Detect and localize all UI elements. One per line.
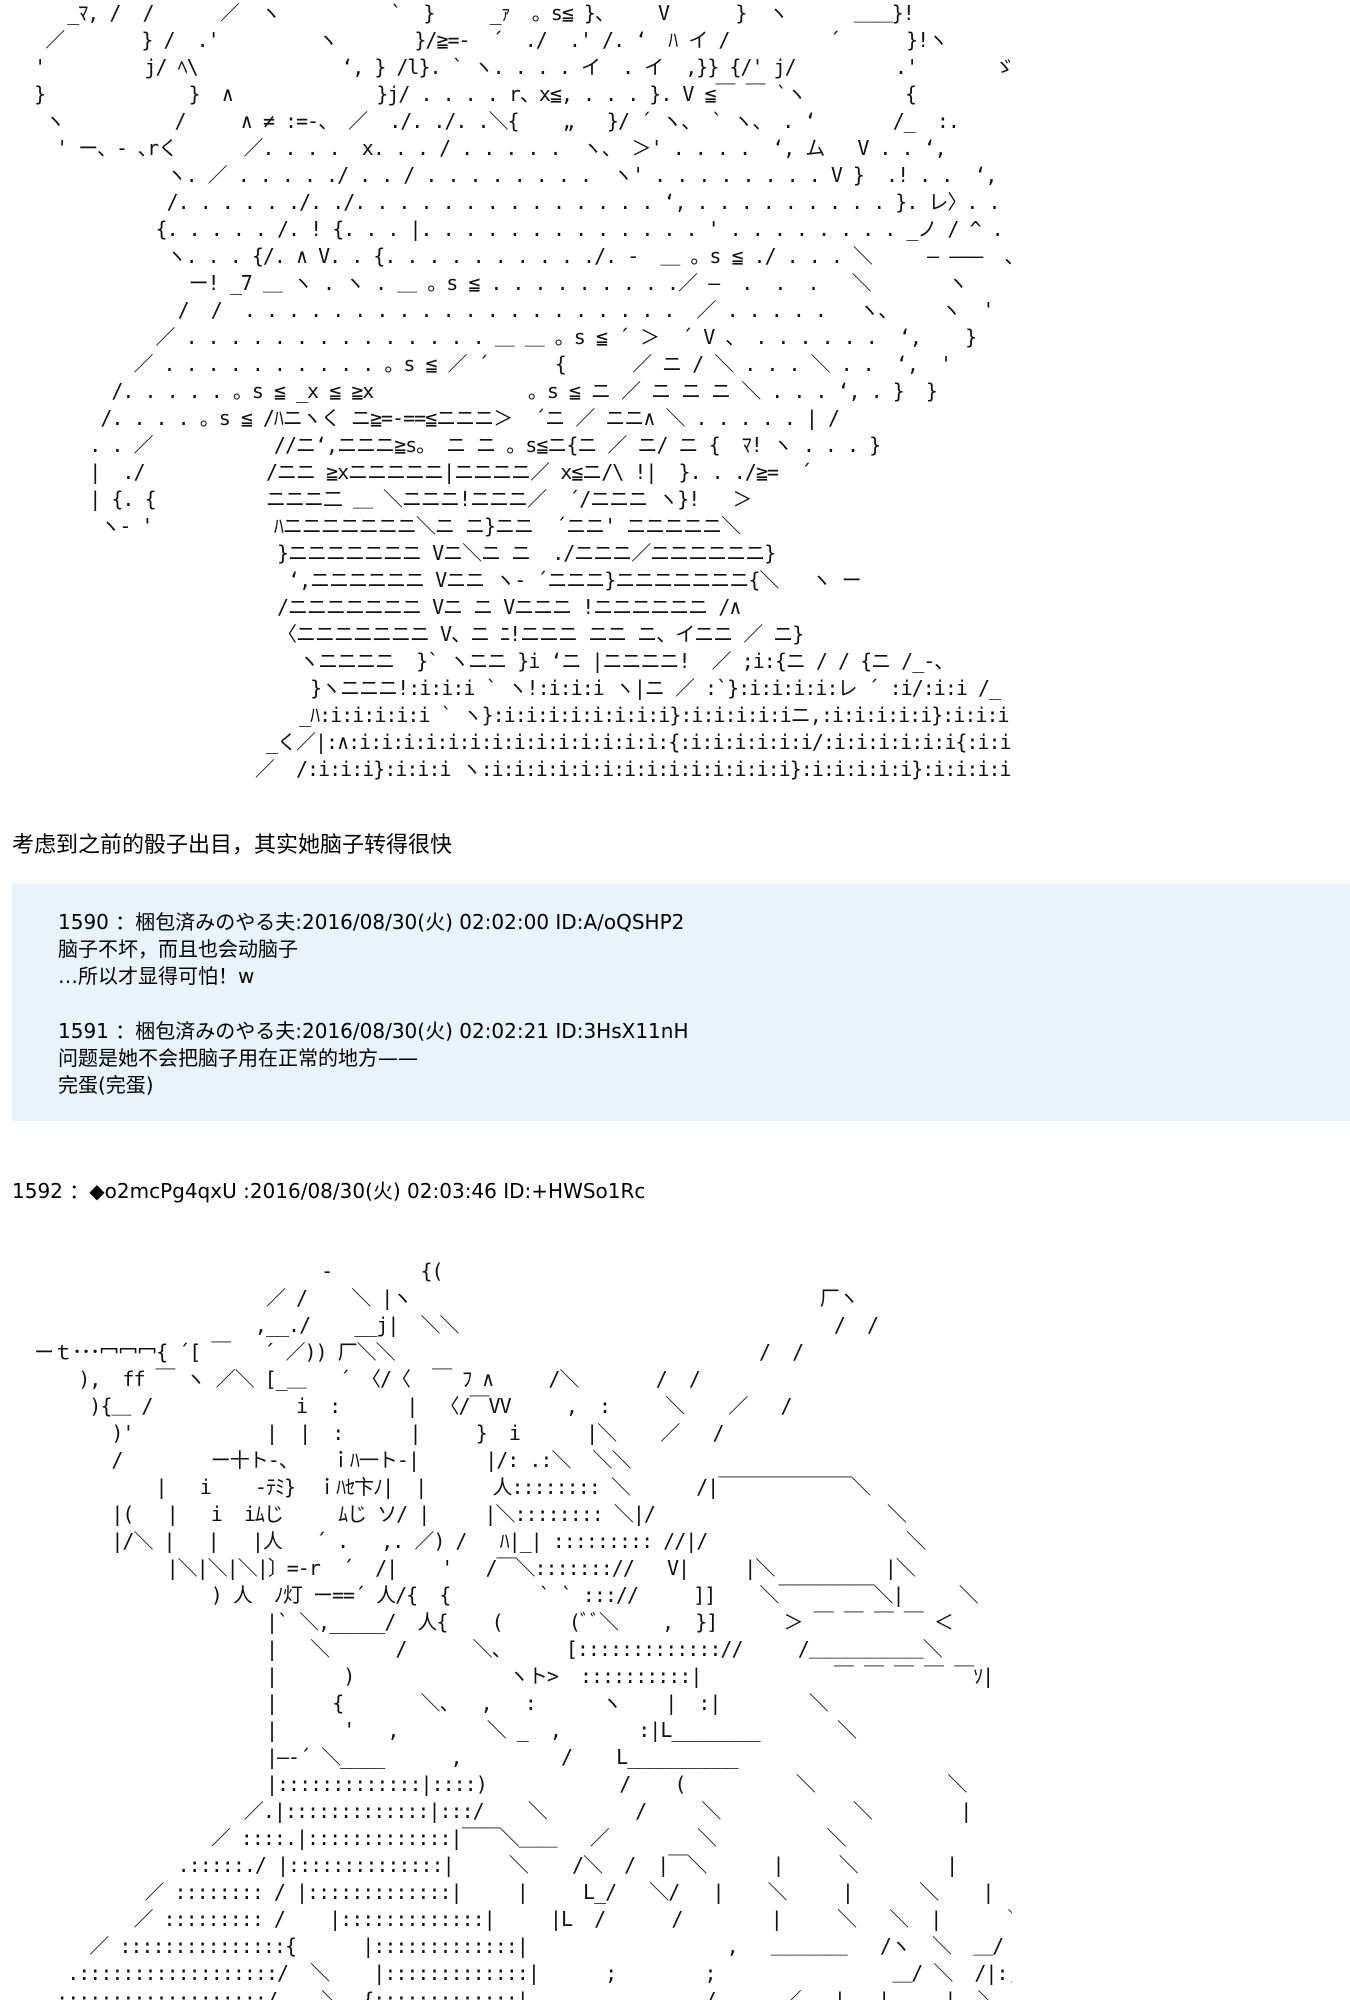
post-body-line: 脑子不坏，而且也会动脑子 — [58, 937, 298, 961]
post-body-line: 问题是她不会把脑子用在正常的地方—— — [58, 1046, 418, 1070]
post-header: 1590 ：梱包済みのやる夫:2016/08/30(火) 02:02:00 ID… — [58, 910, 685, 934]
ascii-art-top: _ﾏ, / / ／ ヽ ` } _ｧ 。s≦ }、 V } ヽ ＿＿}! ／ }… — [34, 1, 1012, 781]
reply-post: 1591 ：梱包済みのやる夫:2016/08/30(火) 02:02:21 ID… — [58, 1018, 689, 1099]
narration-text: 考虑到之前的骰子出目，其实她脑子转得很快 — [12, 833, 453, 858]
reply-post: 1590 ：梱包済みのやる夫:2016/08/30(火) 02:02:00 ID… — [58, 909, 684, 990]
post-body-line: …所以才显得可怕！w — [58, 964, 255, 988]
post-1592-header: 1592 ：◆o2mcPg4qxU :2016/08/30(火) 02:03:4… — [12, 1179, 646, 1203]
ascii-art-bottom: - {( ／ / ＼ |ヽ 厂ヽ ,__./ __j| ＼＼ / / ーｔ･･･… — [34, 1259, 1012, 2000]
quoted-replies-box — [12, 883, 1350, 1121]
post-header: 1591 ：梱包済みのやる夫:2016/08/30(火) 02:02:21 ID… — [58, 1019, 689, 1043]
post-body-line: 完蛋(完蛋) — [58, 1073, 154, 1097]
